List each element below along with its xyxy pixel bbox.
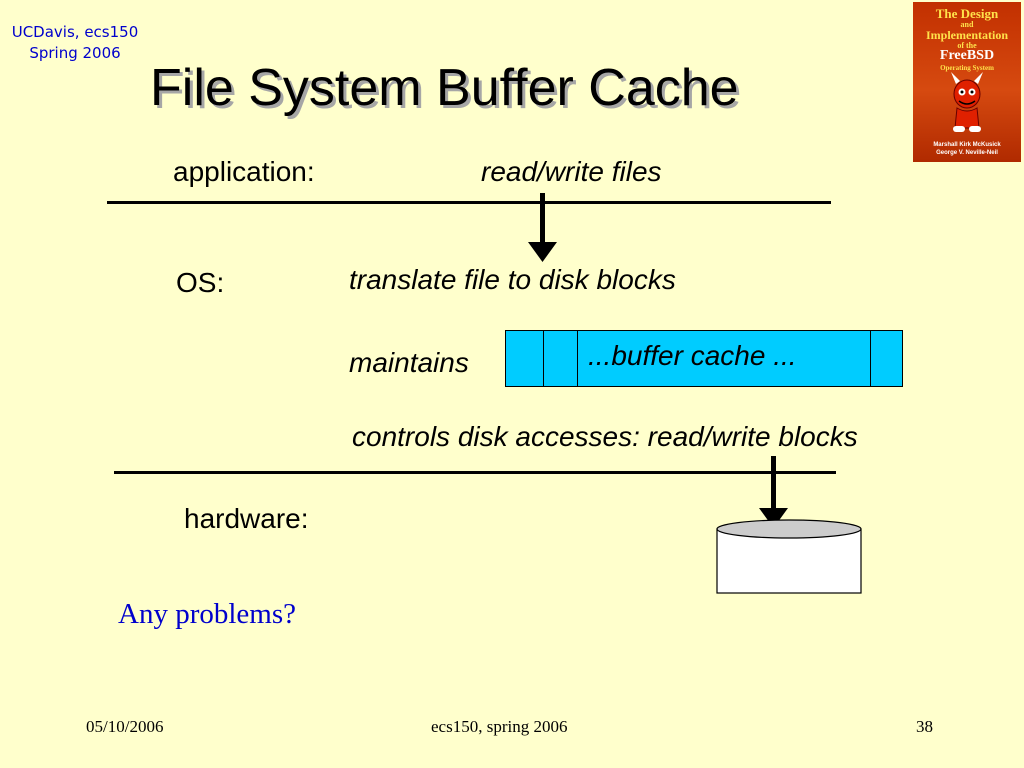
disk-icon (716, 519, 862, 594)
buffer-cache-label: ...buffer cache ... (588, 340, 797, 371)
bsd-daemon-icon (951, 72, 983, 132)
arrow-os-to-disk-shaft (771, 456, 776, 512)
buffer-cell-divider (870, 331, 871, 386)
course-name: UCDavis, ecs150 (11, 23, 139, 41)
book-title-line-3: Implementation (926, 28, 1008, 42)
buffer-cache-box: ...buffer cache ... (505, 330, 903, 387)
application-os-divider (107, 201, 831, 204)
question-text: Any problems? (118, 598, 296, 630)
hardware-label: hardware: (184, 503, 309, 534)
arrow-app-to-os-head (528, 242, 557, 262)
book-title-line-5: FreeBSD (939, 48, 995, 63)
controls-text: controls disk accesses: read/write block… (352, 421, 858, 452)
book-title-line-6: Operating System (940, 64, 994, 72)
footer-date: 05/10/2006 (86, 717, 164, 736)
course-tag: UCDavis, ecs150 Spring 2006 (8, 22, 142, 64)
book-cover-image: The Design and Implementation of the Fre… (913, 2, 1021, 162)
book-title-line-1: The Design (935, 6, 999, 21)
os-hardware-divider (114, 471, 836, 474)
arrow-app-to-os-shaft (540, 193, 545, 245)
application-action: read/write files (481, 156, 662, 187)
slide-title: File System Buffer Cache (150, 59, 739, 117)
arrow-os-to-disk-head (759, 508, 788, 528)
application-label: application: (173, 156, 315, 187)
book-title-line-4: of the (957, 41, 977, 50)
footer-course: ecs150, spring 2006 (431, 717, 568, 736)
buffer-cell-divider (543, 331, 544, 386)
maintains-label: maintains (349, 347, 469, 378)
os-label: OS: (176, 267, 225, 298)
os-action: translate file to disk blocks (349, 264, 676, 295)
book-author-2: George V. Neville-Neil (936, 150, 998, 156)
buffer-cell-divider (577, 331, 578, 386)
book-author-1: Marshall Kirk McKusick (933, 142, 1001, 148)
footer-page-number: 38 (916, 717, 933, 736)
book-title-line-2: and (960, 20, 974, 29)
course-term: Spring 2006 (29, 44, 121, 62)
